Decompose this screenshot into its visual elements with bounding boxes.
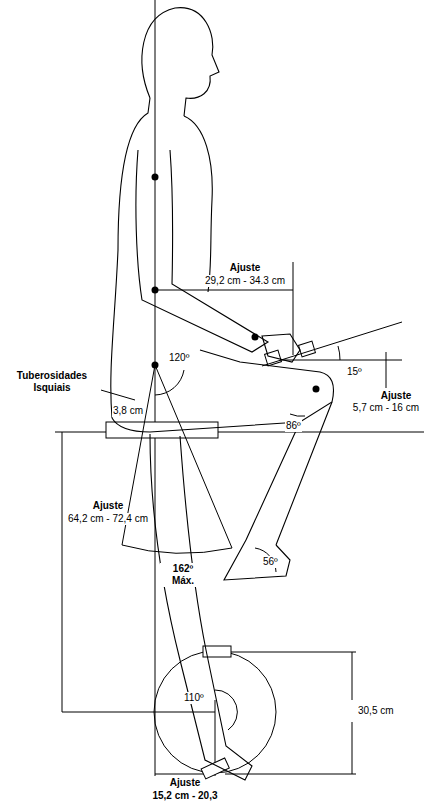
torso-back (111, 98, 150, 418)
head (142, 8, 219, 116)
pedal-circle (154, 651, 276, 773)
joint-dots (152, 174, 320, 393)
dimension-label: 86º (285, 420, 302, 432)
angle-line (280, 360, 402, 361)
crank-line (62, 712, 215, 713)
angle-arc (155, 370, 184, 395)
dimension-line (352, 722, 353, 774)
dimension-line (352, 652, 353, 700)
dimension-label: 15º (346, 366, 363, 378)
torso-front (184, 116, 212, 292)
foot (224, 540, 290, 580)
joint-dot (252, 334, 259, 341)
dimension-line (225, 774, 356, 775)
other-leg (150, 434, 252, 780)
dimension-label: 3,8 cm (112, 405, 144, 417)
angle-arc (215, 690, 237, 730)
dimension-label: Ajuste (92, 500, 125, 512)
dimension-label: Ajuste (380, 390, 413, 402)
handlebar (262, 322, 402, 366)
dimension-label: 56º (262, 556, 279, 568)
dimension-line (293, 262, 294, 355)
angle-line (155, 365, 232, 548)
dimension-label: 5,7 cm - 16 cm (352, 402, 420, 414)
dimension-label: Ajuste (169, 777, 202, 789)
hand (262, 334, 300, 362)
dimension-label: Tuberosidades Isquiais (3, 370, 101, 394)
dimension-line (225, 652, 356, 653)
dimension-label: 64,2 cm - 72,4 cm (67, 513, 149, 525)
dimension-line (386, 352, 387, 388)
angle-arc (122, 545, 232, 553)
joint-dot (313, 386, 320, 393)
axis-line (155, 0, 156, 776)
handlebar-line (262, 322, 402, 366)
person-outline (111, 8, 334, 780)
dimension-label: 15,2 cm - 20,3 (151, 790, 218, 802)
joint-dot (152, 362, 159, 369)
grip (299, 341, 316, 357)
joint-dot (152, 287, 159, 294)
angle-arc (290, 414, 305, 416)
dimension-line (155, 290, 293, 291)
angle-arc (338, 346, 340, 360)
dimension-line (62, 432, 63, 712)
pedal (201, 758, 229, 779)
shin (246, 402, 332, 545)
grip (265, 350, 282, 366)
dimension-label: 120º (168, 352, 190, 364)
dimension-label: 29,2 cm - 34.3 cm (204, 275, 286, 287)
saddle (106, 422, 218, 438)
dimension-label: 162º Máx. (160, 563, 206, 587)
dimension-label: 110º (183, 692, 205, 704)
guide-lines (55, 0, 424, 776)
angle-markers (122, 365, 305, 730)
joint-dot (152, 174, 159, 181)
dimension-label: Ajuste (229, 262, 262, 274)
arm (136, 150, 268, 352)
dimension-label: 30,5 cm (357, 705, 395, 717)
